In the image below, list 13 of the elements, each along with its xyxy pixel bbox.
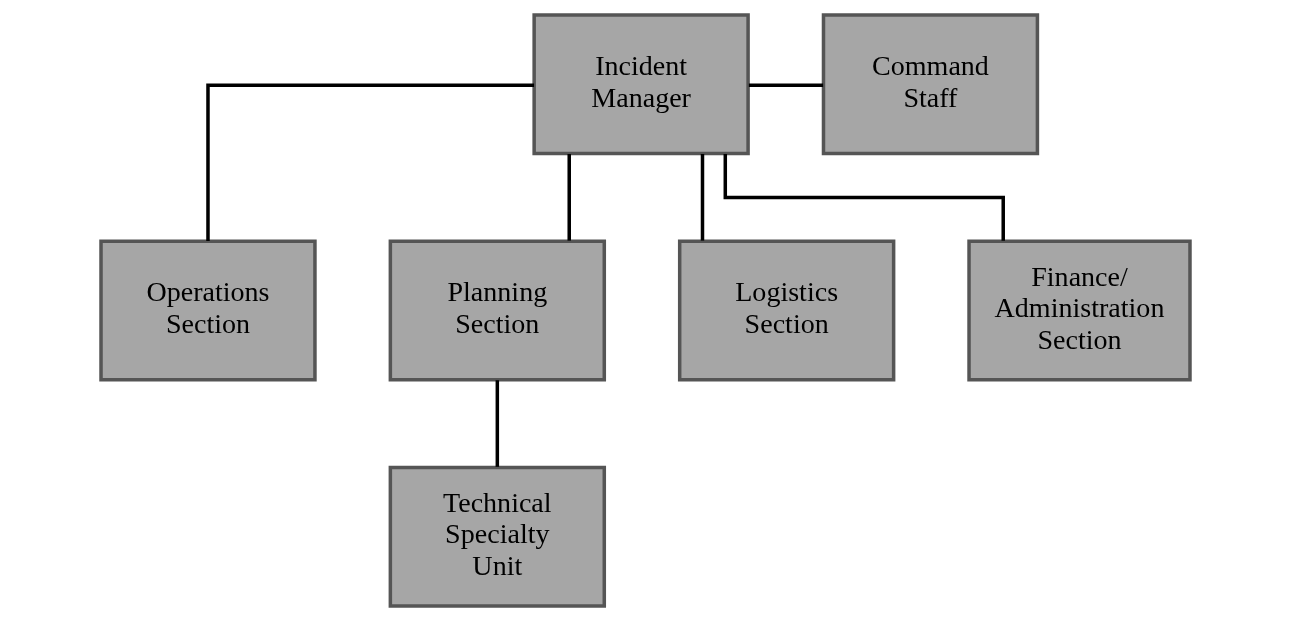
node-box: Logistics Section: [677, 239, 895, 382]
connector: [723, 154, 1005, 241]
node-box: Operations Section: [98, 239, 317, 382]
connector: [205, 83, 534, 242]
node-box: Command Staff: [821, 13, 1039, 156]
node-box: Incident Manager: [531, 13, 750, 156]
connector: [566, 154, 571, 241]
node-box: Technical Specialty Unit: [388, 465, 606, 608]
connector: [700, 154, 704, 241]
node-box: Planning Section: [388, 239, 606, 382]
connector: [495, 380, 499, 467]
connector: [748, 83, 823, 87]
node-box: Finance/ Administration Section: [966, 239, 1192, 382]
